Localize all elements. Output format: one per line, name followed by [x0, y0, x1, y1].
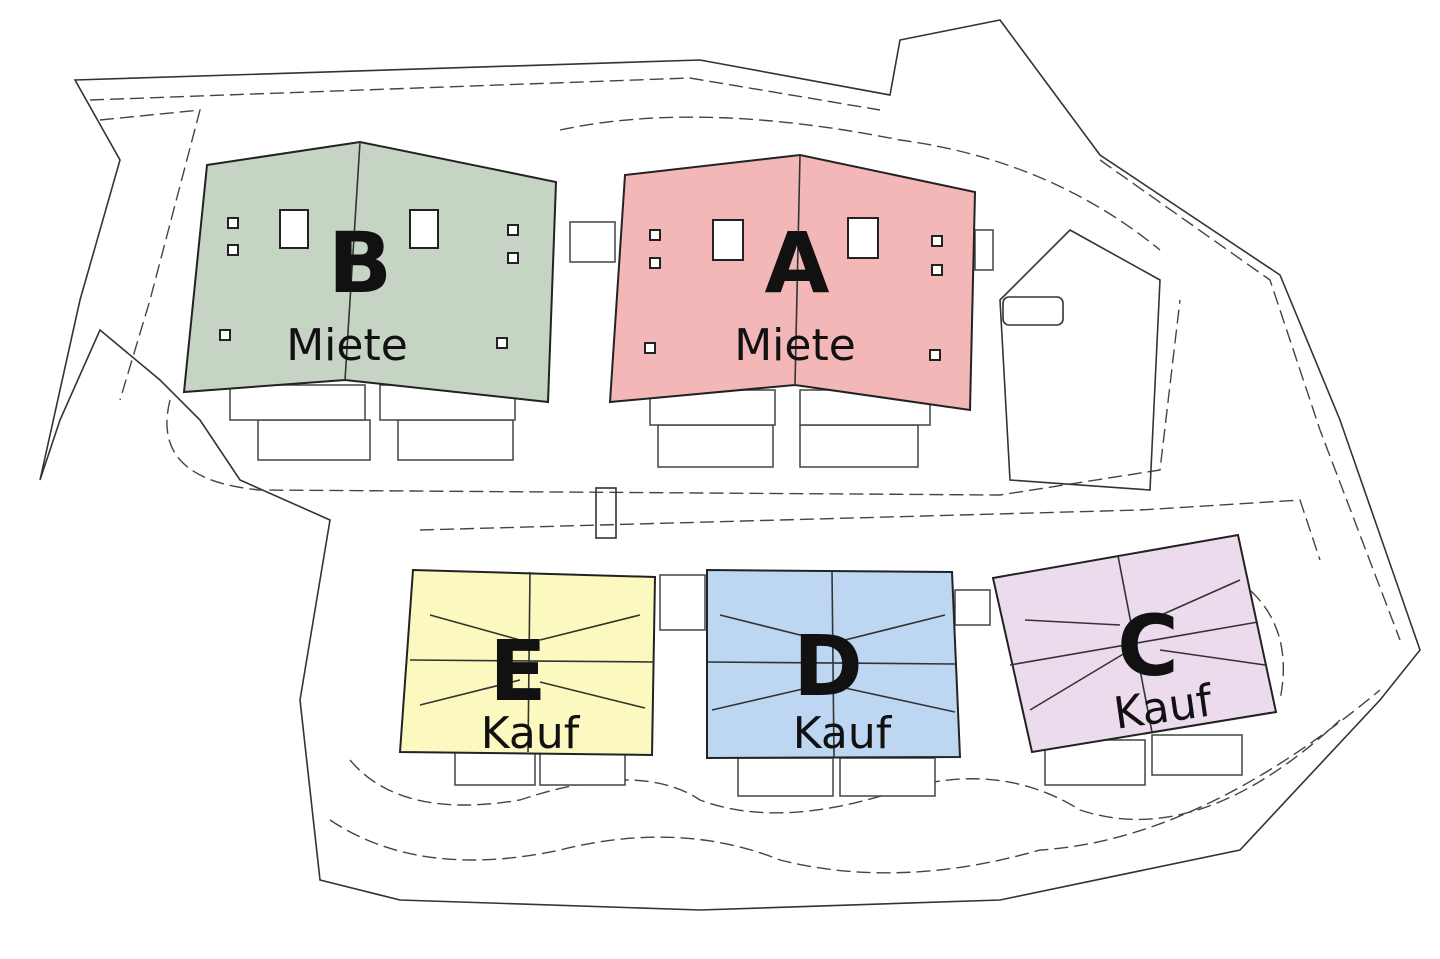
building-c[interactable]: C Kauf [991, 533, 1278, 754]
building-c-letter: C [1117, 597, 1179, 695]
building-e[interactable]: E Kauf [398, 568, 657, 759]
building-e-type: Kauf [481, 708, 581, 759]
building-a[interactable]: A Miete [608, 153, 977, 412]
building-d[interactable]: D Kauf [706, 568, 962, 760]
building-b-letter: B [328, 214, 392, 312]
car-icon [1002, 296, 1064, 326]
building-e-letter: E [489, 622, 546, 720]
building-e-roof[interactable] [398, 568, 657, 757]
building-a-letter: A [764, 214, 829, 312]
building-b[interactable]: B Miete [182, 140, 558, 404]
building-a-type: Miete [734, 320, 856, 371]
building-b-windows [219, 209, 519, 349]
building-d-type: Kauf [793, 708, 893, 759]
building-a-windows [644, 217, 943, 361]
building-d-letter: D [793, 617, 863, 715]
site-outline [39, 19, 1421, 911]
building-b-type: Miete [286, 320, 408, 371]
